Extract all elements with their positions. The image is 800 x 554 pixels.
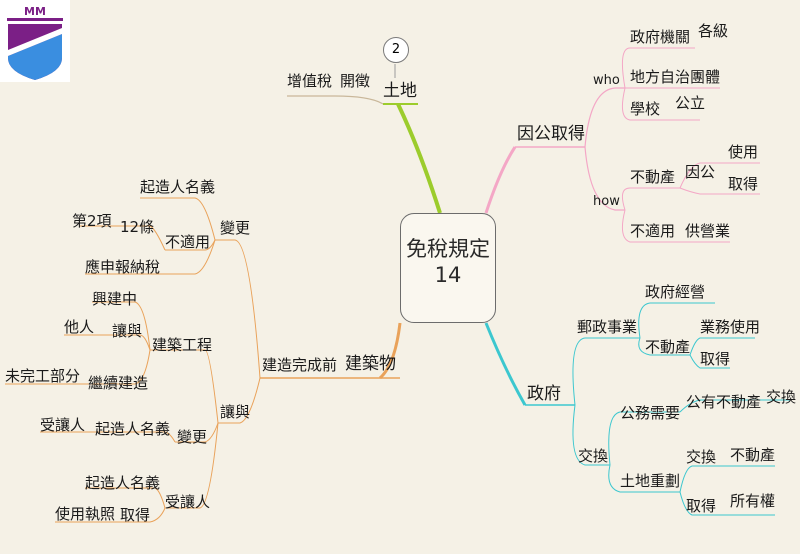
public-acquisition-topic[interactable]: 因公取得	[517, 124, 585, 144]
for-business-label[interactable]: 供營業	[685, 222, 731, 240]
gov-operated-label[interactable]: 政府經營	[645, 283, 706, 301]
central-subtitle: 14	[434, 263, 462, 287]
use-permit-label[interactable]: 使用執照	[55, 505, 116, 523]
who-label[interactable]: who	[593, 73, 620, 88]
central-topic[interactable]: 免稅規定 14	[400, 213, 496, 323]
ownership-label[interactable]: 所有權	[730, 492, 776, 510]
building-topic[interactable]: 建築物	[345, 354, 396, 374]
builder-name2-label[interactable]: 起造人名義	[95, 420, 171, 438]
postal-label[interactable]: 郵政事業	[577, 318, 638, 336]
svg-text:MM: MM	[24, 5, 46, 18]
transfer-branch-label[interactable]: 讓與	[220, 403, 251, 421]
land-readjust-label[interactable]: 土地重劃	[620, 472, 681, 490]
for-public-label[interactable]: 因公	[685, 163, 716, 181]
public-property-label[interactable]: 公有不動產	[686, 393, 762, 411]
unfinished-part-label[interactable]: 未完工部分	[5, 367, 81, 385]
how-label[interactable]: how	[593, 194, 620, 209]
public-need-label[interactable]: 公務需要	[620, 404, 681, 422]
business-use-label[interactable]: 業務使用	[700, 318, 761, 336]
government-branch-line	[484, 322, 527, 406]
item-2-label[interactable]: 第2項	[72, 212, 112, 230]
use-label[interactable]: 使用	[728, 143, 759, 161]
school-label[interactable]: 學校	[630, 100, 661, 118]
land-branch-line	[396, 103, 442, 214]
continue-build-label[interactable]: 繼續建造	[88, 374, 149, 392]
land-topic[interactable]: 土地	[383, 81, 417, 101]
building-branch-line	[378, 322, 402, 380]
property-exchange-label[interactable]: 交換	[766, 388, 797, 406]
gov-agency-label[interactable]: 政府機關	[630, 28, 691, 46]
change2-label[interactable]: 變更	[177, 428, 208, 446]
public-acquire-label[interactable]: 取得	[728, 175, 759, 193]
gov-acquire-label[interactable]: 取得	[700, 350, 731, 368]
levy-line	[287, 95, 384, 105]
builder-name-label[interactable]: 起造人名義	[140, 178, 216, 196]
others-label[interactable]: 他人	[64, 318, 95, 336]
readjust-real-estate-label[interactable]: 不動產	[730, 446, 776, 464]
all-levels-label[interactable]: 各級	[698, 22, 729, 40]
central-title: 免稅規定	[406, 237, 490, 261]
land-tax-label[interactable]: 增值稅	[287, 72, 333, 90]
transfer-label[interactable]: 讓與	[112, 322, 143, 340]
article-12-label[interactable]: 12條	[120, 218, 155, 236]
transferee-label[interactable]: 受讓人	[40, 416, 86, 434]
land-count-badge: 2	[383, 37, 409, 63]
exchange-label[interactable]: 交換	[578, 447, 609, 465]
transferee2-label[interactable]: 受讓人	[165, 493, 211, 511]
building-not-applicable-label[interactable]: 不適用	[165, 233, 211, 251]
should-declare-label[interactable]: 應申報納稅	[85, 258, 161, 276]
before-completion-label[interactable]: 建造完成前	[262, 356, 338, 374]
brand-logo: MM	[0, 0, 70, 82]
builder-name3-label[interactable]: 起造人名義	[85, 474, 161, 492]
change-label[interactable]: 變更	[220, 219, 251, 237]
readjust-exchange-label[interactable]: 交換	[686, 448, 717, 466]
readjust-acquire-label[interactable]: 取得	[686, 497, 717, 515]
construction-label[interactable]: 建築工程	[152, 336, 213, 354]
public-school-label[interactable]: 公立	[675, 94, 706, 112]
building-acquire-label[interactable]: 取得	[120, 506, 151, 524]
public-real-estate-label[interactable]: 不動產	[630, 168, 676, 186]
land-levy-label[interactable]: 開徵	[340, 72, 371, 90]
public-not-applicable-label[interactable]: 不適用	[630, 222, 676, 240]
government-topic[interactable]: 政府	[527, 384, 561, 404]
gov-real-estate-label[interactable]: 不動產	[645, 338, 691, 356]
public-branch-line	[484, 146, 517, 214]
under-construction-label[interactable]: 興建中	[92, 290, 138, 308]
local-gov-label[interactable]: 地方自治團體	[630, 68, 721, 86]
